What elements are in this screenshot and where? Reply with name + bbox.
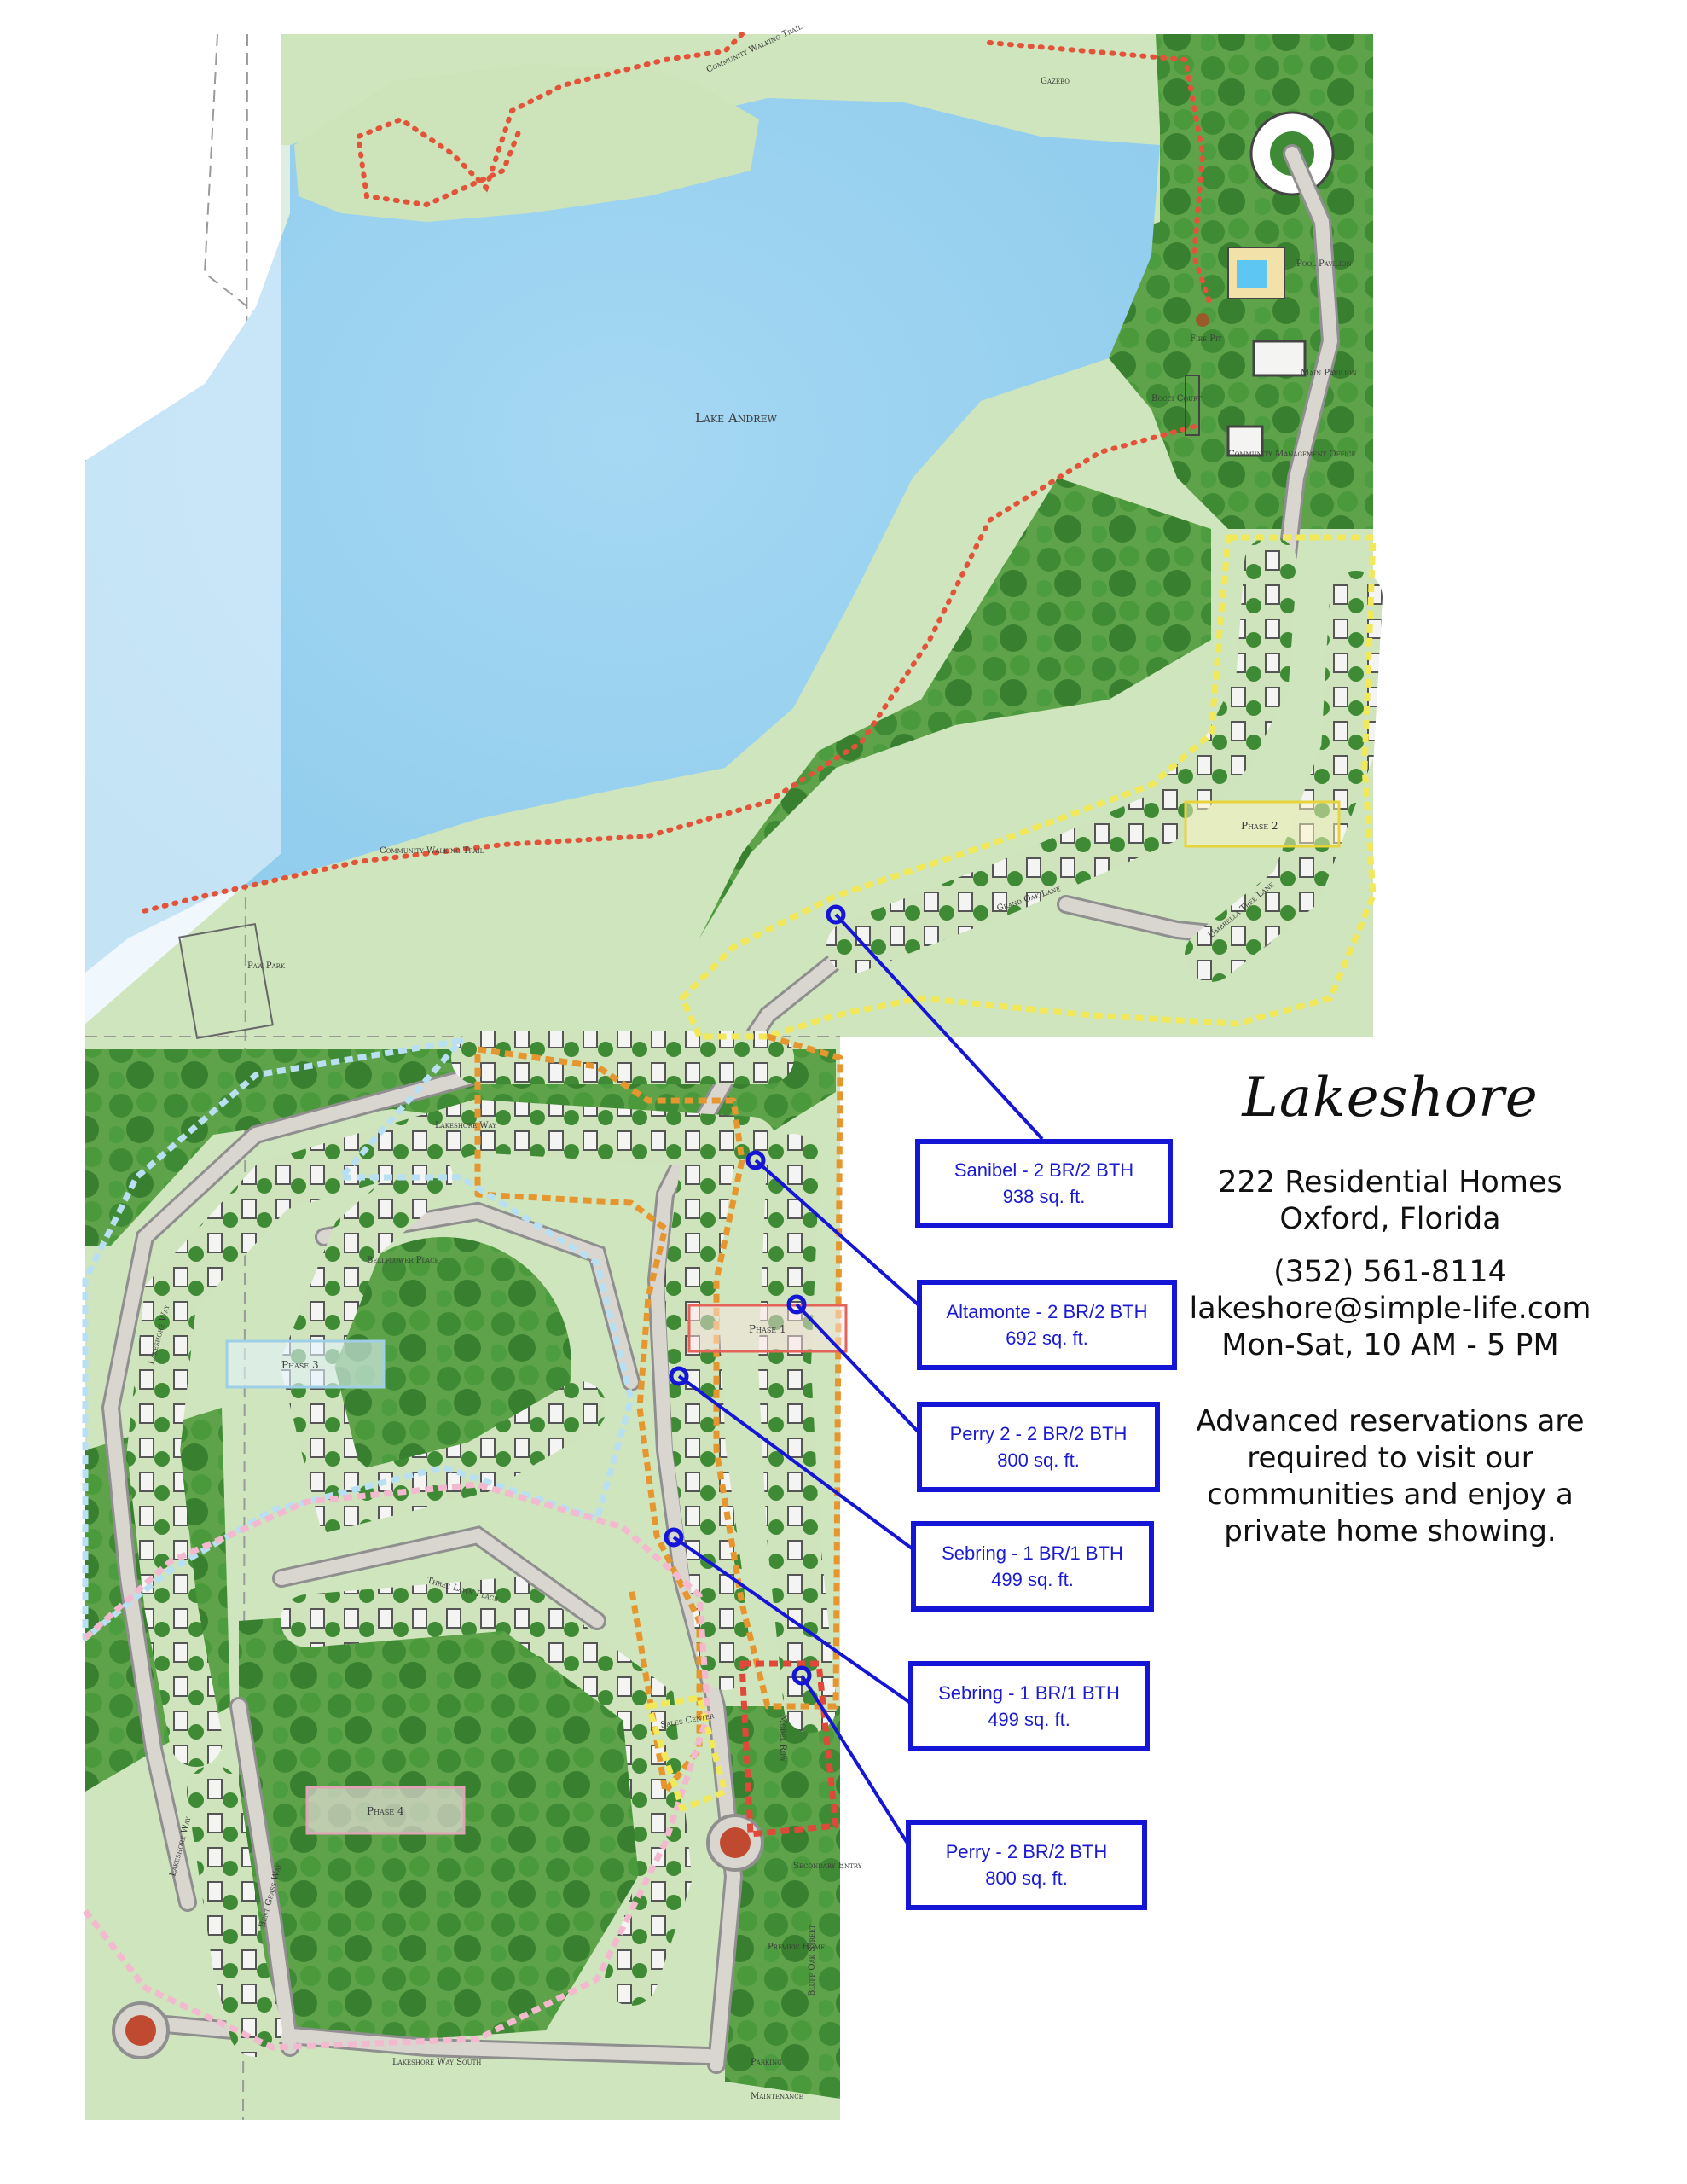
preview-home-label: Preview Home [768, 1943, 825, 1952]
phase3-label: Phase 3 [281, 1359, 319, 1371]
callout-sebring-1: Sebring - 1 BR/1 BTH 499 sq. ft. [911, 1521, 1154, 1612]
phase3-boundary [82, 1037, 635, 1641]
maintenance-label: Maintenance [751, 2092, 803, 2101]
callout-model: Sebring - 1 BR/1 BTH [942, 1542, 1123, 1564]
callout-sebring-2: Sebring - 1 BR/1 BTH 499 sq. ft. [908, 1661, 1150, 1751]
callout-size: 800 sq. ft. [997, 1449, 1080, 1471]
phase-boundaries [82, 534, 1377, 2051]
model-row-label: Model Row [778, 1715, 787, 1763]
sales-center-boundary [645, 1694, 728, 1812]
callout-sanibel: Sanibel - 2 BR/2 BTH 938 sq. ft. [915, 1139, 1173, 1228]
homes-count: 222 Residential Homes [1218, 1165, 1562, 1199]
main-pavilion-label: Main Pavilion [1301, 369, 1357, 378]
roundabout-icon [112, 1814, 764, 2059]
hours: Mon-Sat, 10 AM - 5 PM [1221, 1328, 1559, 1362]
bellflower-label: Bellflower Place [367, 1256, 439, 1265]
callout-leaders [672, 913, 1044, 1857]
phase3-box [225, 1339, 386, 1389]
gazebo-label: Gazebo [1041, 77, 1070, 86]
location: Oxford, Florida [1279, 1202, 1501, 1236]
trail-south-label: Community Walking Trail [380, 846, 484, 856]
secondary-entry-label: Secondary Entry [793, 1862, 862, 1871]
email: lakeshore@simple-life.com [1189, 1292, 1591, 1326]
phase2-box [1184, 800, 1341, 848]
phase2-label: Phase 2 [1241, 820, 1278, 832]
road-network [101, 144, 1341, 2074]
model-row-boundary [739, 1660, 839, 1838]
phase4-boundary [83, 1481, 711, 2051]
lakeshore-way-label: Lakeshore Way [435, 1121, 496, 1130]
reservation-text: Advanced reservations are required to vi… [1196, 1404, 1585, 1548]
callout-size: 499 sq. ft. [988, 1709, 1070, 1730]
contact-details: (352) 561-8114 lakeshore@simple-life.com… [1168, 1254, 1612, 1364]
callout-size: 499 sq. ft. [991, 1569, 1074, 1590]
callout-size: 938 sq. ft. [1002, 1186, 1086, 1207]
phase2-boundary [679, 534, 1377, 1040]
lake-andrew [85, 85, 1160, 973]
phase1-boundary [474, 1033, 844, 1795]
callout-model: Sanibel - 2 BR/2 BTH [954, 1159, 1134, 1181]
lake-label: Lake Andrew [695, 410, 778, 426]
paw-park-label: Paw Park [247, 961, 286, 971]
peninsula [294, 64, 759, 222]
bluff-oak-label: Bluff Oak Street [808, 1925, 817, 1996]
info-panel: Lakeshore [1168, 1066, 1612, 1130]
phone: (352) 561-8114 [1273, 1255, 1507, 1289]
callout-model: Altamonte - 2 BR/2 BTH [946, 1301, 1148, 1322]
phase-boxes [225, 800, 1341, 1835]
lakeshore-way-south-label: Lakeshore Way South [392, 2058, 481, 2067]
walking-trail [134, 32, 1214, 915]
reservation-note: Advanced reservations are required to vi… [1190, 1403, 1591, 1550]
parking-label: Parking [751, 2058, 782, 2067]
callout-altamonte: Altamonte - 2 BR/2 BTH 692 sq. ft. [917, 1280, 1177, 1370]
callout-model: Perry 2 - 2 BR/2 BTH [949, 1423, 1128, 1444]
mgmt-office-label: Community Management Office [1228, 450, 1356, 459]
phase4-box [305, 1786, 466, 1835]
callout-perry-2: Perry 2 - 2 BR/2 BTH 800 sq. ft. [917, 1402, 1160, 1492]
phase1-label: Phase 1 [749, 1323, 786, 1335]
callout-size: 692 sq. ft. [1006, 1327, 1088, 1349]
brand-logo: Lakeshore [1242, 1066, 1539, 1130]
callout-size: 800 sq. ft. [985, 1867, 1068, 1889]
lot-marker-icon [664, 904, 846, 1686]
info-details: 222 Residential Homes Oxford, Florida [1168, 1165, 1612, 1238]
fire-pit-label: Fire Pit [1190, 334, 1222, 344]
callout-perry: Perry - 2 BR/2 BTH 800 sq. ft. [906, 1820, 1147, 1910]
pool-pavilion-label: Pool Pavilion [1296, 259, 1352, 269]
bocce-court-label: Bocci Court [1151, 394, 1202, 404]
callout-model: Sebring - 1 BR/1 BTH [938, 1682, 1120, 1704]
callout-model: Perry - 2 BR/2 BTH [945, 1841, 1108, 1862]
phase4-label: Phase 4 [367, 1805, 404, 1817]
